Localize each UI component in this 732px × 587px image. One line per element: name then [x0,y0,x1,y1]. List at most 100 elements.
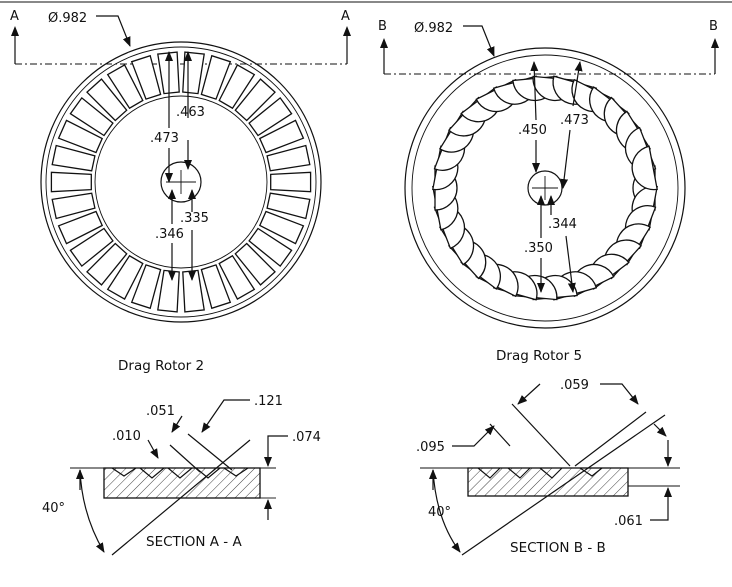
rotor-5-dim-473-lower [560,129,571,189]
section-a-body [103,467,261,499]
rotor-2-caption: Drag Rotor 2 [118,358,204,374]
section-a-a-view: 40° .051 .121 .010 .074 SECTION A - A [42,394,321,556]
rotor-2-blade [51,144,96,172]
section-a-dim-121-label: .121 [254,394,283,409]
section-a-dim-051-line [171,415,183,433]
section-letter-a-right: A [341,9,350,24]
rotor-2-blade-inner-circle [94,95,268,269]
rotor-2-blade [182,51,205,95]
rotor-2-blade [51,192,96,220]
section-a-dim-010-label: .010 [112,429,141,444]
rotor-2-blade [248,96,293,137]
section-arrow-b-left-head [380,38,388,48]
rotor-5-caption: Drag Rotor 5 [496,348,582,364]
rotor-5-dim-473-label: .473 [560,113,589,128]
section-b-dim-right-arrow [653,423,667,437]
section-a-angle-line-2 [187,433,233,471]
section-b-b-view: .059 .095 .061 40° SECTION B - B [416,378,680,556]
section-a-dim-121-leader [201,399,250,433]
rotor-2-diameter-leader [96,15,131,47]
rotor-2-blade [106,254,144,301]
section-a-angle-label: 40° [42,501,65,516]
rotor-2-blade [258,119,305,154]
rotor-2-blade [218,254,256,301]
section-b-dim-061-leader [650,487,672,521]
rotor-2-blade [248,227,293,268]
section-a-angle-line-1 [111,439,251,556]
rotor-2-dim-346-label: .346 [155,227,184,242]
rotor-2-blade [182,269,205,313]
rotor-2-blade [106,63,144,110]
rotor-2-dim-463-label: .463 [176,105,205,120]
rotor-2-blade [266,144,311,172]
section-arrow-b-right-head [711,38,719,48]
rotor-2-blade [234,242,276,286]
rotor-5-dim-473-line [572,61,583,107]
rotor-2-diameter-label: Ø.982 [48,11,87,26]
rotor-2-hub [160,161,202,203]
section-b-dim-061-label: .061 [614,514,643,529]
section-b-body [467,467,629,497]
section-b-angle-line-2 [511,403,571,467]
section-b-dim-095-leader [452,425,495,447]
rotor-2-blades [50,51,312,313]
rotor-2-blade [234,78,276,122]
section-letter-b-left: B [378,19,387,34]
rotor-2-blade [69,96,114,137]
section-a-dim-051-label: .051 [146,404,175,419]
section-a-teeth [111,467,249,479]
rotor-2-blade [270,171,312,193]
section-b-angle-label: 40° [428,505,451,520]
section-a-dim-074-label: .074 [292,430,321,445]
rotor-5-dim-344-line [565,235,576,293]
rotor-5-diameter-label: Ø.982 [414,21,453,36]
section-arrow-a-right-head [343,26,351,36]
rotor-2-blade [130,54,162,100]
section-b-teeth [477,467,603,479]
section-a-dim-074-leader [264,435,288,467]
section-letter-a-left: A [10,9,19,24]
rotor-2-blade [86,242,128,286]
section-b-dim-059-label: .059 [560,378,589,393]
section-b-angle-arc [432,469,461,553]
rotor-2-blade [69,227,114,268]
rotor-5-diameter-leader [463,25,495,57]
rotor-5-outer-circle [404,47,686,329]
rotor-2-inner-rim [45,46,317,318]
section-a-dim-010-line [147,439,159,459]
section-letter-b-right: B [709,19,718,34]
rotor-2-blade [200,54,232,100]
section-a-angle-arc [79,469,105,553]
rotor-2-outer-circle [40,41,322,323]
rotor-2-dim-473-label: .473 [150,131,179,146]
rotor-5-dim-344-label: .344 [548,217,577,232]
rotor-5-dim-450-label: .450 [518,123,547,138]
drag-rotor-5-view: B B Ø.982 .450 .473 .344 .350 Drag Rotor… [378,19,719,364]
section-b-angle-line-1 [461,414,666,556]
rotor-2-blade [57,210,104,245]
rotor-2-blade [57,119,104,154]
rotor-5-dim-450-line [530,61,539,121]
section-a-angle-line-3 [169,444,201,473]
rotor-2-blade [157,269,180,313]
rotor-5-blades [432,75,658,301]
section-b-caption: SECTION B - B [510,540,606,556]
rotor-2-blade [258,210,305,245]
rotor-2-blade [200,264,232,310]
rotor-2-blade [130,264,162,310]
rotor-2-dim-335-label: .335 [180,211,209,226]
section-b-angle-line-4 [574,411,647,467]
section-a-caption: SECTION A - A [146,534,242,550]
rotor-5-blade [631,145,658,191]
section-b-dim-095-label: .095 [416,440,445,455]
section-b-dim-059-left [517,383,541,405]
rotor-2-blade [266,192,311,220]
rotor-5-inner-rim [411,54,679,322]
rotor-2-blade [50,171,92,193]
drag-rotor-2-view: A A Ø.982 .463 .473 .335 .346 Drag Rotor… [10,9,351,374]
section-b-dim-059-leader [600,383,639,405]
rotor-5-dim-350-label: .350 [524,241,553,256]
rotor-2-blade [86,78,128,122]
rotor-2-blade [218,63,256,110]
